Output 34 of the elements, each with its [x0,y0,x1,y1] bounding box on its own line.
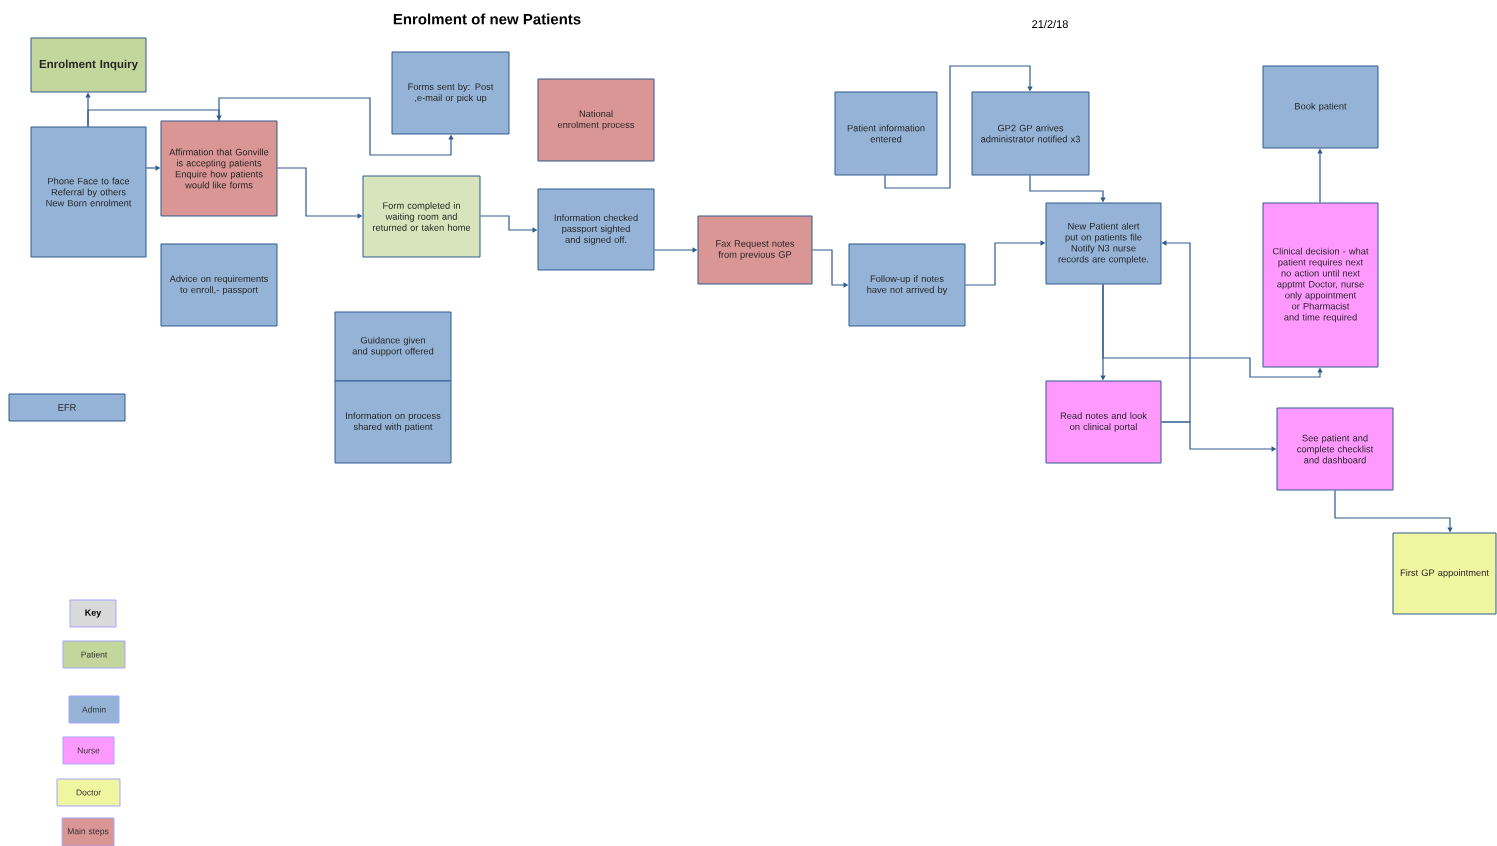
process-box: Guidance given and support offered [334,311,452,382]
legend-label: Patient [81,651,108,658]
date-label: 21/2/18 [1032,19,1068,29]
process-box: New Patient alert put on patients file Notify N3 nurse records are complete. [1045,202,1162,285]
process-box: EFR [8,393,126,422]
arrow [1160,240,1191,423]
arrow [218,97,454,156]
process-box: Forms sent by: Post ,e-mail or pick up [391,51,510,135]
process-box: Patient information entered [834,91,938,176]
process-box: Fax Request notes from previous GP [697,215,813,285]
process-box: Affirmation that Gonville is accepting patients Enquire how patients would like forms [160,120,278,217]
process-box: See patient and complete checklist and dashboard [1276,407,1394,491]
arrow [884,65,1033,189]
legend-label: Doctor [76,789,101,796]
process-box: Information checked passport sighted and signed off. [537,188,655,271]
process-box: Read notes and look on clinical portal [1045,380,1162,464]
legend-label: Admin [82,706,106,713]
process-box: Clinical decision - what patient requires next no action until next apptmt Doctor, nurse only appointment or Pharmacist and time required [1262,202,1379,368]
process-box: National enrolment process [537,78,655,162]
process-box: GP2 GP arrives administrator notified x3 [971,91,1090,176]
arrow [87,109,222,128]
process-box: Information on process shared with patient [334,380,452,464]
arrow [1102,283,1323,378]
process-box: Enrolment Inquiry [30,37,147,93]
key-heading: Key [69,599,117,628]
process-box: Advice on requirements to enroll,- passport [160,243,278,327]
title: Enrolment of new Patients [393,13,581,25]
process-box: Phone Face to face Referral by others New Born enrolment [30,126,147,258]
legend-label: Main steps [67,828,109,836]
process-box: Form completed in waiting room and returned or taken home [362,175,481,258]
process-box: Follow-up if notes have not arrived by [848,243,966,327]
process-box: First GP appointment [1392,532,1497,615]
process-box: Book patient [1262,65,1379,149]
legend-label: Nurse [77,747,100,754]
